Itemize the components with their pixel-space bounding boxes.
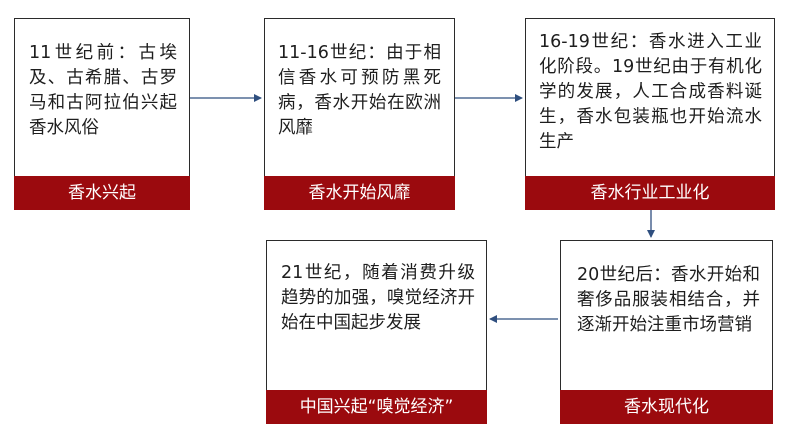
stage-label-popularity: 香水开始风靡 bbox=[264, 176, 455, 210]
stage-description: 11-16世纪：由于相信香水可预防黑死病，香水开始在欧洲风靡 bbox=[278, 43, 441, 138]
stage-description: 11世纪前：古埃及、古希腊、古罗马和古阿拉伯兴起香水风俗 bbox=[29, 43, 177, 138]
stage-description: 21世纪，随着消费升级趋势的加强，嗅觉经济开始在中国起步发展 bbox=[281, 263, 475, 333]
stage-card-ancient: 11世纪前：古埃及、古希腊、古罗马和古阿拉伯兴起香水风俗 bbox=[14, 18, 190, 208]
stage-label-modernization: 香水现代化 bbox=[560, 390, 773, 424]
stage-label-rise: 香水兴起 bbox=[14, 176, 190, 210]
stage-label-industrialization: 香水行业工业化 bbox=[525, 176, 775, 210]
stage-description: 16-19世纪：香水进入工业化阶段。19世纪由于有机化学的发展，人工合成香料诞生… bbox=[539, 32, 762, 152]
stage-description: 20世纪后：香水开始和奢侈品服装相结合，并逐渐开始注重市场营销 bbox=[577, 265, 760, 335]
stage-label-scent-economy: 中国兴起“嗅觉经济” bbox=[266, 390, 487, 424]
